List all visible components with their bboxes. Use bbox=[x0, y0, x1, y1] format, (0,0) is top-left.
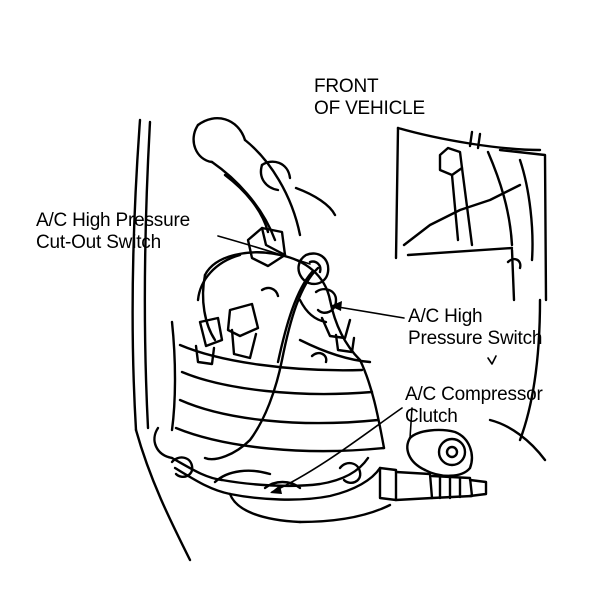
front-of-vehicle-line1: FRONT bbox=[314, 76, 379, 97]
switch-wiring bbox=[203, 266, 320, 461]
vehicle-structure bbox=[394, 126, 548, 302]
leader-lines bbox=[217, 235, 497, 493]
frame-rail bbox=[131, 118, 192, 562]
mounting-bracket bbox=[153, 426, 392, 524]
cutout-switch-label: A/C High Pressure Cut-Out Switch bbox=[36, 210, 190, 254]
arrowhead-compressor-clutch bbox=[270, 485, 282, 494]
high-pressure-switch-line2: Pressure Switch bbox=[408, 328, 543, 349]
refrigerant-hose bbox=[192, 117, 337, 242]
front-of-vehicle-label: FRONT OF VEHICLE bbox=[314, 76, 425, 120]
body-panel bbox=[488, 298, 547, 462]
compressor-body bbox=[170, 253, 386, 453]
high-pressure-switch-line1: A/C High bbox=[408, 306, 483, 327]
arrowhead-high-pressure-switch bbox=[330, 301, 342, 311]
high-pressure-switch-label: A/C High Pressure Switch bbox=[408, 306, 542, 350]
leader-cutout-switch bbox=[217, 235, 311, 265]
compressor-clutch-label: A/C Compressor Clutch bbox=[405, 384, 543, 428]
compressor-clutch-line2: Clutch bbox=[405, 406, 458, 427]
clutch-pulley bbox=[378, 428, 488, 502]
leader-compressor-clutch bbox=[271, 407, 403, 493]
leader-high-pressure-switch bbox=[331, 305, 405, 319]
compressor-clutch-line1: A/C Compressor bbox=[405, 384, 543, 405]
front-of-vehicle-line2: OF VEHICLE bbox=[314, 98, 425, 119]
leader-clutch-small bbox=[409, 407, 413, 439]
leader-arrowheads bbox=[270, 301, 342, 494]
high-pressure-switch bbox=[298, 288, 372, 364]
cutout-switch-line2: Cut-Out Switch bbox=[36, 232, 161, 253]
cutout-switch-line1: A/C High Pressure bbox=[36, 210, 190, 231]
